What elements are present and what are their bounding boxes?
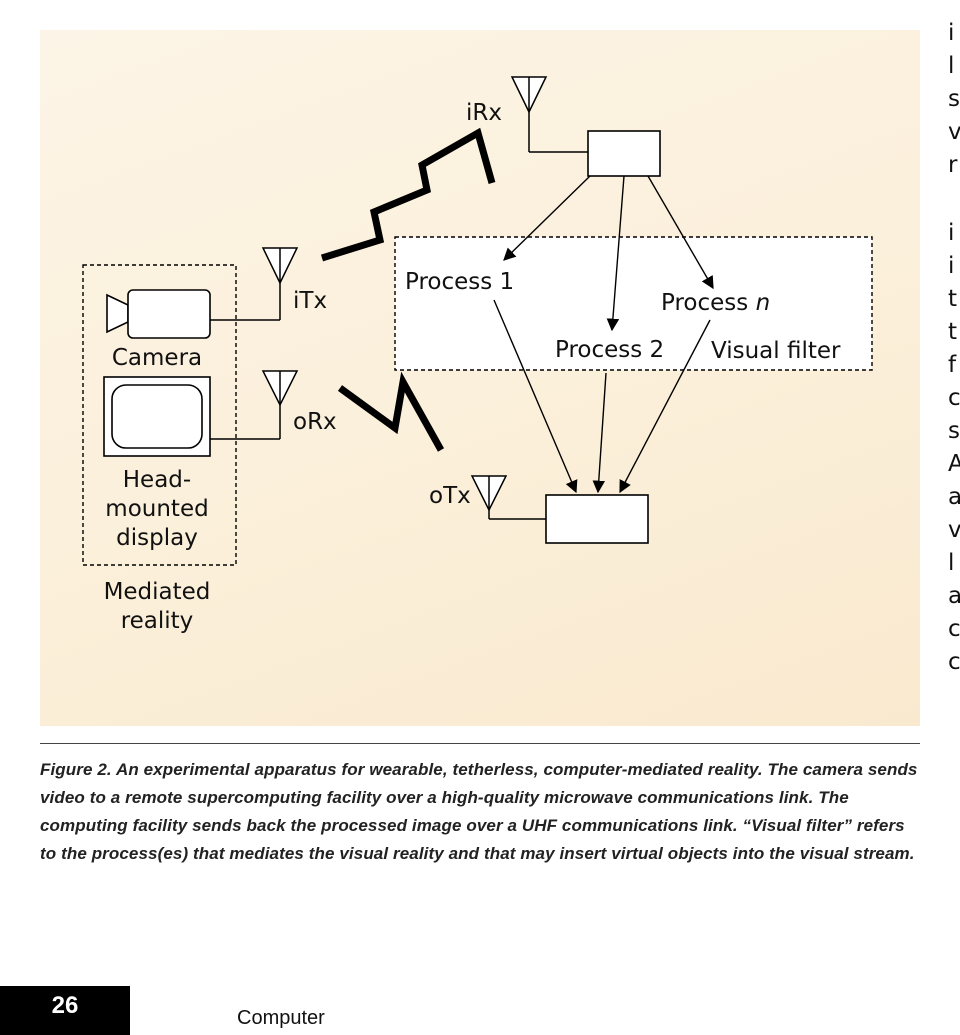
head-mounted-display-icon	[103, 376, 211, 457]
arrow-to-process-2	[606, 175, 625, 332]
mediated-reality-box	[82, 264, 237, 566]
visual-filter-box	[394, 236, 873, 371]
cropped-body-text: ilsvriittfcsAavlaccfsc	[948, 20, 960, 675]
apparatus-diagram: iRx iTx oRx oTx Process 1 Process 2 Proc…	[82, 20, 960, 675]
edge-text-fragment: c	[948, 385, 960, 411]
label-irx: iRx	[466, 100, 502, 126]
arrow-to-process-1	[503, 175, 591, 261]
edge-text-fragment: A	[948, 451, 960, 477]
edge-text-fragment: i	[948, 20, 954, 46]
edge-text-fragment: s	[948, 86, 960, 112]
figure-caption: Figure 2. An experimental apparatus for …	[40, 760, 918, 863]
edge-text-fragment: v	[948, 517, 960, 543]
edge-text-fragment: i	[948, 253, 954, 279]
arrow-to-process-n	[647, 175, 714, 290]
label-itx: iTx	[293, 288, 327, 314]
edge-text-fragment: r	[948, 152, 958, 178]
antenna-otx	[470, 475, 508, 519]
label-mediated-1: Mediated	[104, 579, 211, 605]
edge-text-fragment: f	[948, 352, 957, 378]
running-footer: Computer	[237, 1007, 325, 1029]
camera-icon	[106, 289, 211, 339]
caption-rule	[40, 743, 920, 744]
receiver-box	[587, 130, 661, 177]
transmitter-box	[545, 494, 649, 544]
label-visual-filter: Visual filter	[711, 338, 841, 364]
label-process-2: Process 2	[555, 337, 664, 363]
uhf-link	[337, 371, 445, 452]
edge-text-fragment: i	[948, 220, 954, 246]
edge-text-fragment: l	[948, 550, 954, 576]
label-camera: Camera	[112, 345, 202, 371]
edge-text-fragment: v	[948, 119, 960, 145]
edge-text-fragment: l	[948, 53, 954, 79]
edge-text-fragment: t	[948, 319, 957, 345]
label-orx: oRx	[293, 409, 337, 435]
label-process-n: Process n	[661, 290, 770, 316]
label-hmd-2: mounted	[105, 496, 208, 522]
edge-text-fragment: a	[948, 484, 960, 510]
antenna-orx	[261, 370, 299, 439]
edge-text-fragment: a	[948, 583, 960, 609]
label-otx: oTx	[429, 483, 471, 509]
label-process-1: Process 1	[405, 269, 514, 295]
antenna-irx	[510, 76, 548, 152]
arrow-process-1-out	[493, 299, 578, 494]
edge-text-fragment: c	[948, 616, 960, 642]
edge-text-fragment: s	[948, 418, 960, 444]
arrow-process-2-out	[592, 372, 607, 494]
edge-text-fragment: t	[948, 286, 957, 312]
antenna-itx	[261, 247, 299, 320]
page-number: 26	[51, 992, 79, 1019]
microwave-link	[320, 127, 496, 262]
label-mediated-2: reality	[121, 608, 194, 634]
arrow-process-n-out	[619, 319, 711, 494]
label-hmd-1: Head-	[123, 467, 191, 493]
label-hmd-3: display	[116, 525, 198, 551]
edge-text-fragment: c	[948, 649, 960, 675]
page-number-box: 26	[0, 986, 130, 1035]
